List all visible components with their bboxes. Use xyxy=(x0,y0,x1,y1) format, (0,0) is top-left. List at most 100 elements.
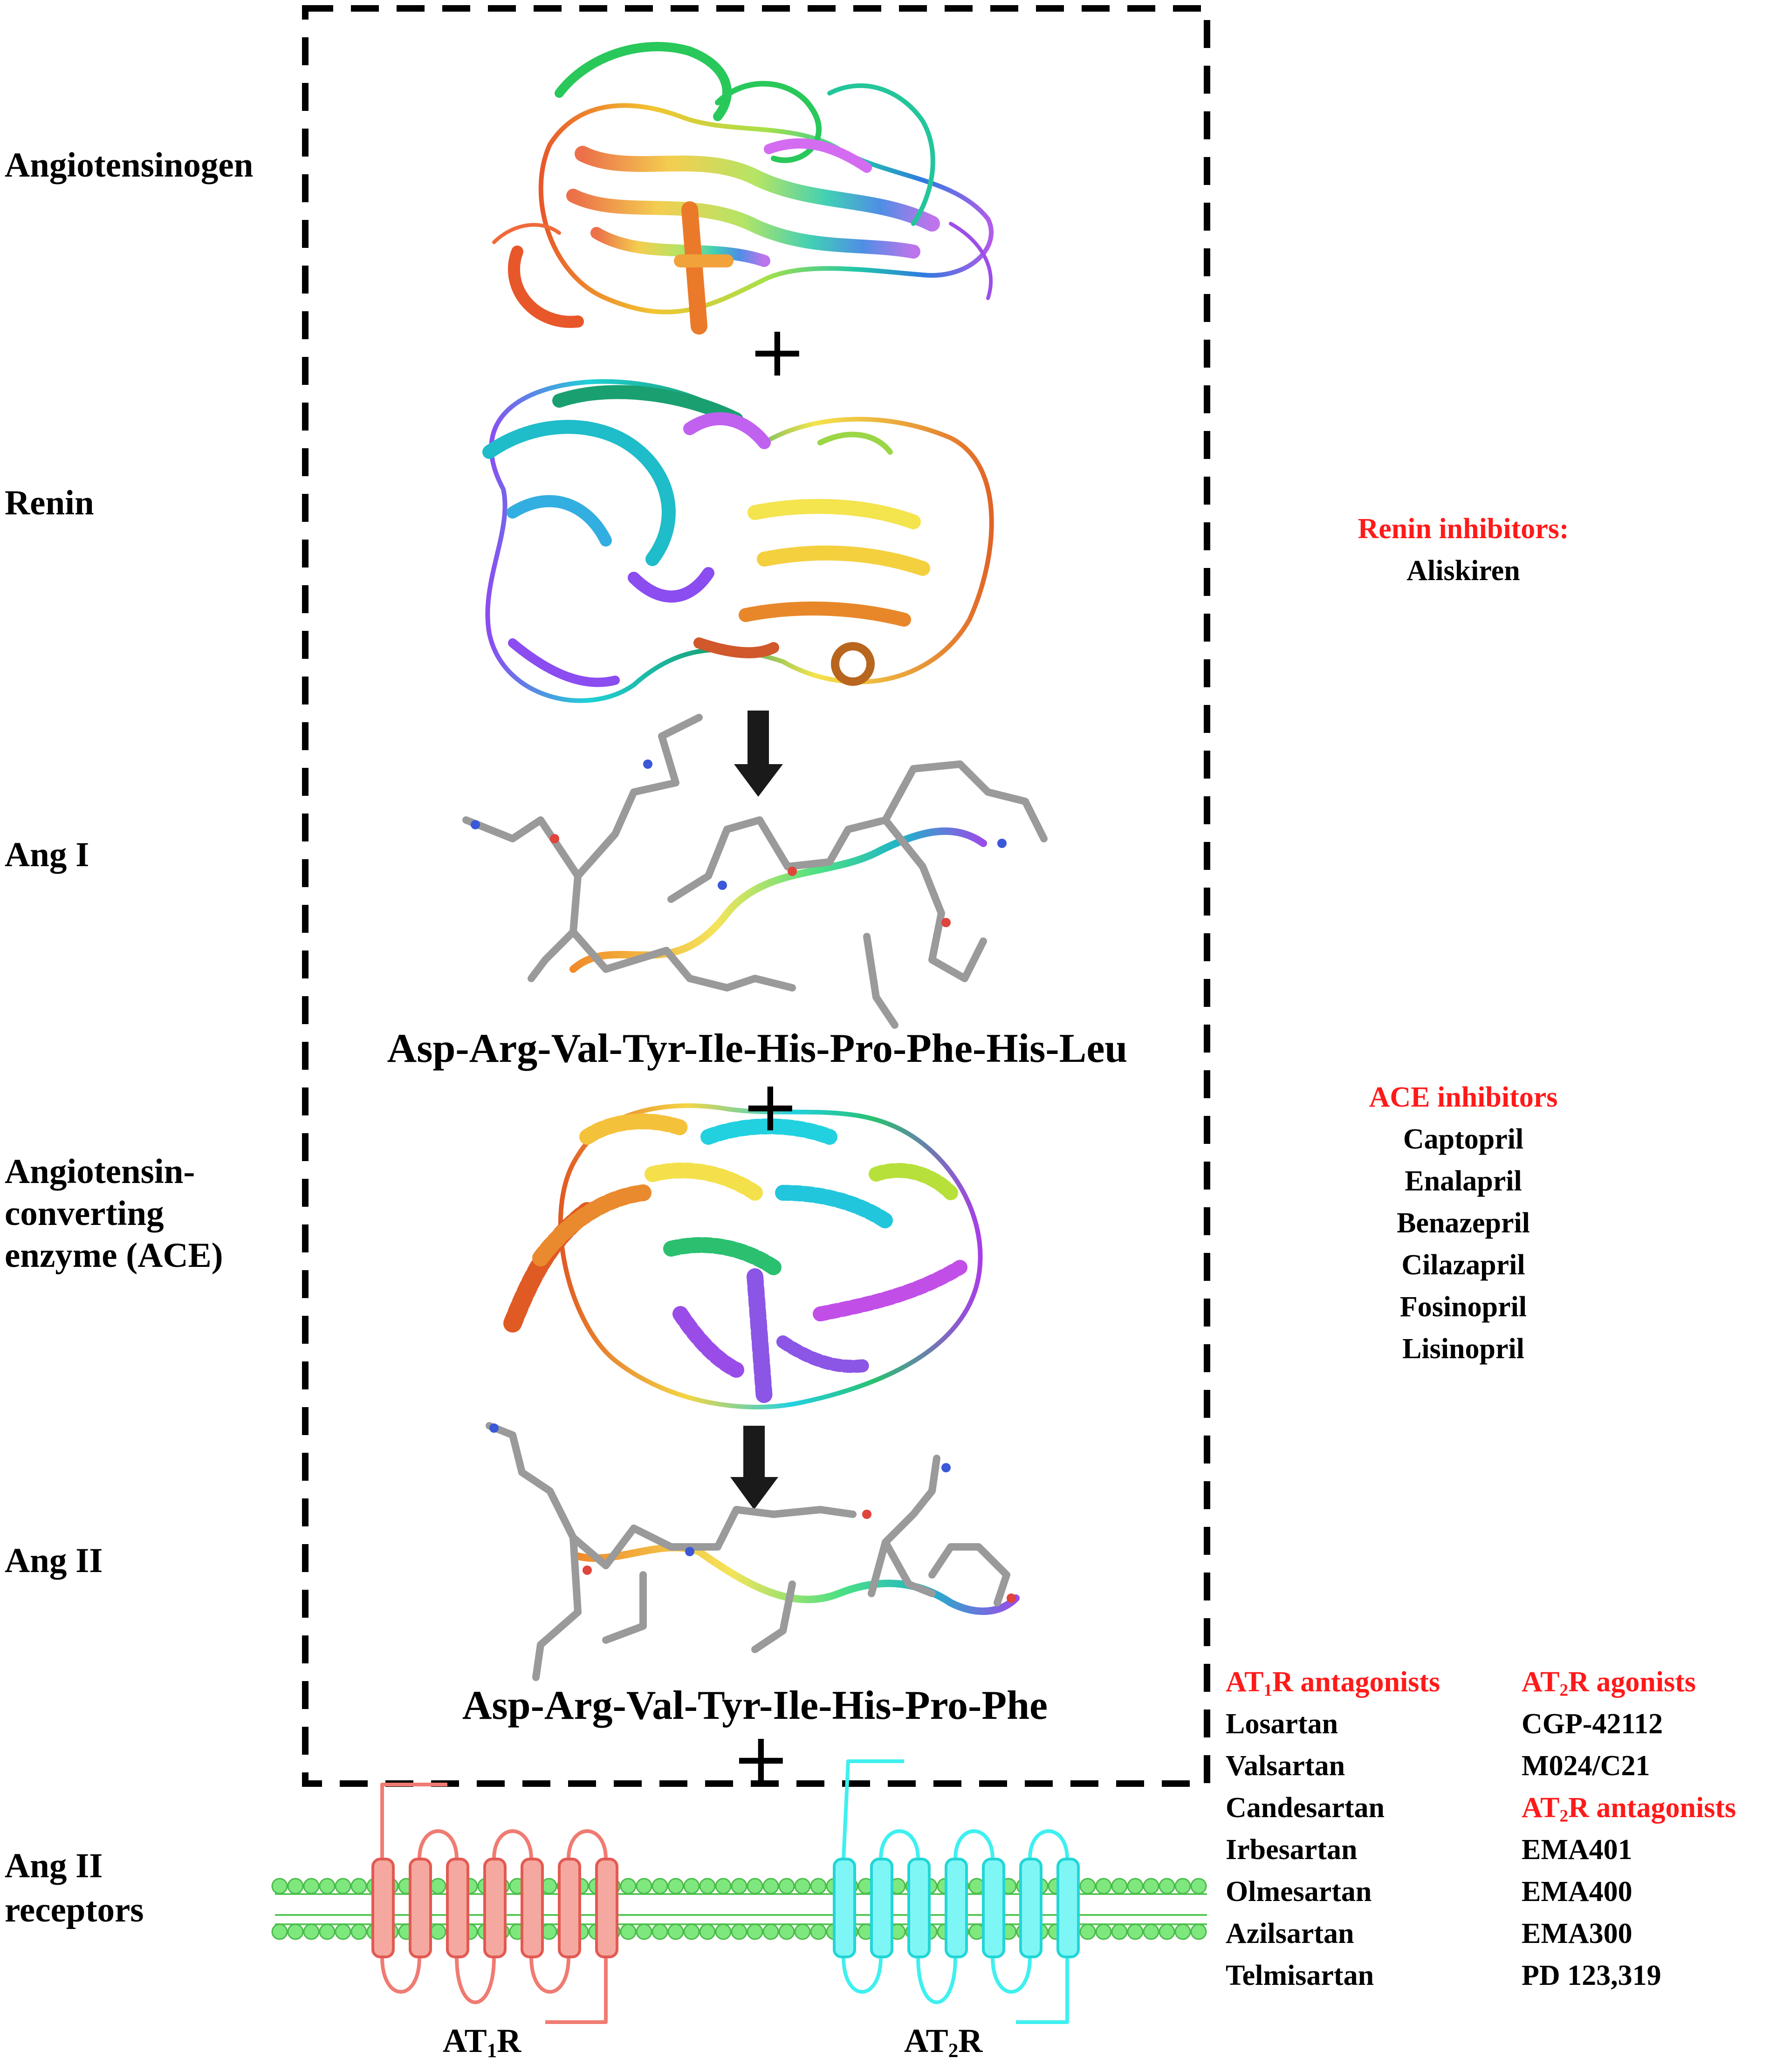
lipid-head xyxy=(636,1923,652,1940)
lipid-head xyxy=(762,1878,779,1894)
drug-pd-123319: PD 123,319 xyxy=(1522,1960,1661,1991)
lipid-head xyxy=(303,1923,320,1940)
renin-structure-icon xyxy=(482,379,994,703)
drug-cilazapril: Cilazapril xyxy=(1401,1249,1525,1281)
drug-fosinopril: Fosinopril xyxy=(1399,1291,1527,1323)
lipid-head xyxy=(699,1878,716,1894)
label-ace-line1: Angiotensin- xyxy=(5,1152,195,1191)
label-receptors-line2: receptors xyxy=(5,1891,144,1929)
lipid-head xyxy=(1190,1878,1207,1894)
drug-cgp-42112: CGP-42112 xyxy=(1522,1708,1663,1740)
lipid-head xyxy=(430,1878,446,1894)
at1r-label: AT1R xyxy=(443,2022,521,2062)
lipid-head xyxy=(794,1878,811,1894)
drug-azilsartan: Azilsartan xyxy=(1226,1918,1354,1949)
lipid-head xyxy=(778,1923,795,1940)
angiotensinogen-structure-icon xyxy=(492,42,994,335)
lipid-head xyxy=(667,1878,684,1894)
lipid-head xyxy=(652,1923,668,1940)
label-ang2: Ang II xyxy=(5,1541,103,1580)
lipid-head xyxy=(1095,1878,1112,1894)
ang2-peptide-icon xyxy=(486,1422,1020,1681)
lipid-head xyxy=(794,1923,811,1940)
lipid-head xyxy=(319,1923,336,1940)
lipid-head xyxy=(778,1878,795,1894)
lipid-head xyxy=(683,1923,700,1940)
lipid-head xyxy=(350,1923,367,1940)
drug-ema400: EMA400 xyxy=(1522,1876,1632,1908)
drug-irbesartan: Irbesartan xyxy=(1226,1834,1358,1866)
lipid-head xyxy=(667,1923,684,1940)
lipid-head xyxy=(1127,1878,1144,1894)
lipid-head xyxy=(747,1923,763,1940)
label-ace-line3: enzyme (ACE) xyxy=(5,1236,223,1275)
lipid-head xyxy=(1111,1923,1128,1940)
drug-benazepril: Benazepril xyxy=(1397,1207,1530,1239)
drug-m024-c21: M024/C21 xyxy=(1522,1750,1650,1782)
label-ang1: Ang I xyxy=(5,835,89,874)
at2r-label: AT2R xyxy=(904,2022,983,2062)
drug-enalapril: Enalapril xyxy=(1405,1165,1522,1197)
drug-losartan: Losartan xyxy=(1226,1708,1338,1740)
drug-telmisartan: Telmisartan xyxy=(1226,1960,1374,1991)
lipid-head xyxy=(1190,1923,1207,1940)
ang1-peptide-icon xyxy=(462,714,1048,1029)
lipid-head xyxy=(810,1878,827,1894)
lipid-head xyxy=(620,1878,637,1894)
at1r-antagonists-header: AT1R antagonists xyxy=(1226,1666,1440,1700)
arrow-to-ang2-icon xyxy=(730,1426,778,1510)
ace-inhibitors-header: ACE inhibitors xyxy=(1369,1081,1558,1113)
drug-ema300: EMA300 xyxy=(1522,1918,1632,1949)
at2r-receptor-icon xyxy=(833,1759,1080,2024)
at2r-agonists-header: AT2R agonists xyxy=(1522,1666,1696,1700)
lipid-head xyxy=(350,1878,367,1894)
lipid-head xyxy=(271,1923,288,1940)
drug-ema401: EMA401 xyxy=(1522,1834,1632,1866)
lipid-head xyxy=(335,1878,351,1894)
lipid-head xyxy=(731,1878,748,1894)
arrow-to-ang1-icon xyxy=(734,711,783,797)
ang1-sequence: Asp-Arg-Val-Tyr-Ile-His-Pro-Phe-His-Leu xyxy=(387,1026,1128,1071)
drug-olmesartan: Olmesartan xyxy=(1226,1876,1372,1908)
label-angiotensinogen: Angiotensinogen xyxy=(5,146,254,185)
lipid-head xyxy=(271,1878,288,1894)
lipid-head xyxy=(1174,1878,1191,1894)
lipid-head xyxy=(1079,1878,1096,1894)
lipid-head xyxy=(430,1923,446,1940)
drug-lisinopril: Lisinopril xyxy=(1402,1333,1524,1365)
lipid-head xyxy=(287,1878,304,1894)
lipid-head xyxy=(810,1923,827,1940)
plus-sign: + xyxy=(748,311,807,392)
lipid-head xyxy=(683,1878,700,1894)
label-ace-line2: converting xyxy=(5,1194,164,1233)
lipid-head xyxy=(1079,1923,1096,1940)
at2r-antagonists-header: AT2R antagonists xyxy=(1522,1792,1736,1826)
drug-valsartan: Valsartan xyxy=(1226,1750,1345,1782)
lipid-head xyxy=(715,1878,732,1894)
lipid-head xyxy=(636,1878,652,1894)
lipid-head xyxy=(747,1878,763,1894)
lipid-head xyxy=(287,1923,304,1940)
lipid-head xyxy=(699,1923,716,1940)
lipid-head xyxy=(731,1923,748,1940)
lipid-head xyxy=(620,1923,637,1940)
drug-candesartan: Candesartan xyxy=(1226,1792,1385,1824)
ang2-sequence: Asp-Arg-Val-Tyr-Ile-His-Pro-Phe xyxy=(462,1683,1048,1728)
lipid-head xyxy=(1159,1923,1175,1940)
lipid-head xyxy=(1143,1923,1159,1940)
pathway-box xyxy=(302,5,1210,1787)
plus-sign: + xyxy=(732,1718,790,1799)
drug-aliskiren: Aliskiren xyxy=(1406,555,1520,587)
lipid-head xyxy=(1095,1923,1112,1940)
label-receptors-line1: Ang II xyxy=(5,1846,103,1885)
lipid-head xyxy=(1111,1878,1128,1894)
lipid-head xyxy=(1127,1923,1144,1940)
lipid-head xyxy=(1143,1878,1159,1894)
lipid-head xyxy=(652,1878,668,1894)
lipid-head xyxy=(1159,1878,1175,1894)
plus-sign: + xyxy=(741,1066,800,1147)
lipid-head xyxy=(762,1923,779,1940)
drug-captopril: Captopril xyxy=(1403,1123,1524,1155)
ace-structure-icon xyxy=(503,1103,983,1409)
